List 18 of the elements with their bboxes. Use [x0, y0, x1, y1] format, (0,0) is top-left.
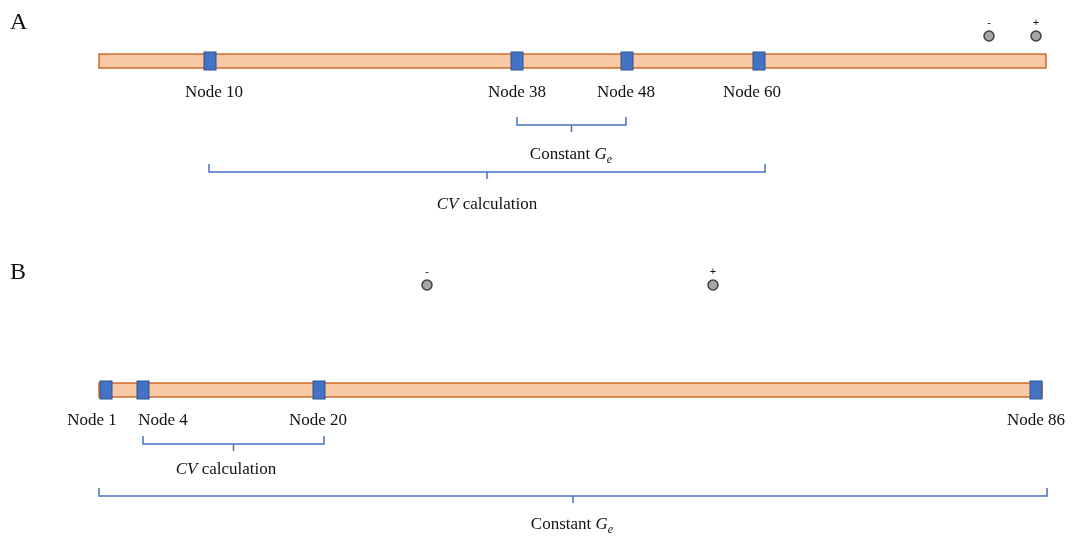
node-label: Node 20 — [288, 410, 348, 430]
node-label: Node 10 — [184, 82, 244, 102]
node-label: Node 86 — [1006, 410, 1066, 430]
panel-letter: B — [10, 258, 26, 284]
polarity-sign: - — [987, 16, 991, 28]
bracket-label: Constant G$_{e}$ — [529, 144, 613, 169]
panel-letter: A — [10, 8, 28, 34]
node-label: Node 60 — [722, 82, 782, 102]
bracket-label: CV calculation — [436, 194, 538, 214]
polarity-sign: + — [709, 265, 717, 277]
node-label: Node 38 — [487, 82, 547, 102]
node-label: Node 48 — [596, 82, 656, 102]
bracket-label: Constant G$_{e}$ — [530, 514, 614, 538]
polarity-sign: + — [1032, 16, 1040, 28]
node-label: Node 4 — [138, 410, 188, 430]
bracket-label: CV calculation — [175, 459, 277, 479]
node-label: Node 1 — [67, 410, 117, 430]
polarity-sign: - — [425, 265, 429, 277]
